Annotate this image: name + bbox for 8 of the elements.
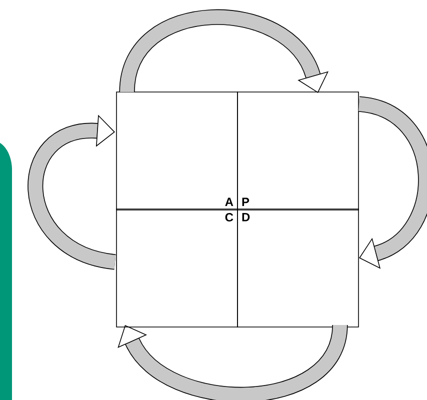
curved-arrow <box>358 96 427 269</box>
quadrant-box: P <box>237 92 359 210</box>
quadrant-box: D <box>237 208 359 328</box>
quadrant-box: C <box>116 208 238 328</box>
quadrant-box: A <box>116 92 238 210</box>
curved-arrow <box>28 114 117 270</box>
curved-arrow <box>119 10 329 94</box>
curved-arrow <box>118 324 348 400</box>
